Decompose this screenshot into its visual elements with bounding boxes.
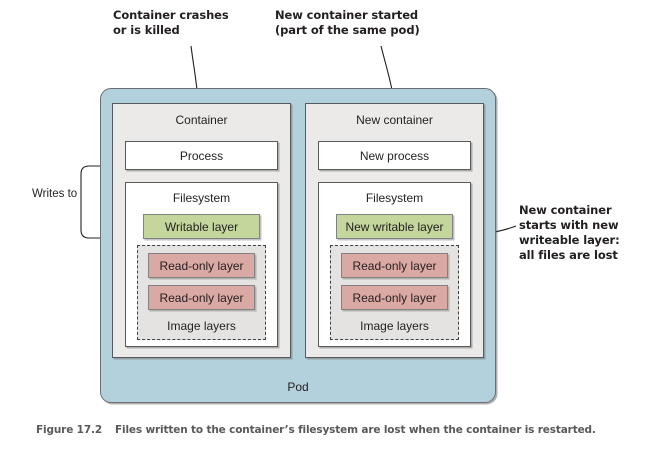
container-title: New container [356, 113, 433, 127]
callout-container-crashes: Container crashes or is killed [113, 8, 229, 37]
callout-new-container-started: New container started (part of the same … [275, 8, 420, 37]
writable-layer: New writable layer [336, 214, 453, 239]
container-title: Container [175, 113, 228, 127]
read-only-layer: Read-only layer [148, 285, 255, 310]
filesystem-box: Filesystem Writable layer Read-only laye… [125, 182, 278, 347]
container-original[interactable]: Container Process Filesystem Writable la… [112, 103, 291, 358]
image-layers-label: Image layers [360, 319, 429, 333]
read-only-layer: Read-only layer [341, 285, 448, 310]
process-box: Process [125, 141, 278, 170]
image-layers-group: Read-only layer Read-only layer Image la… [137, 245, 266, 340]
annotation-new-writeable-layer: New container starts with new writeable … [519, 203, 620, 262]
image-layers-label: Image layers [167, 319, 236, 333]
filesystem-title: Filesystem [172, 191, 231, 205]
figure-caption: Figure 17.2 Files written to the containe… [36, 424, 636, 436]
read-only-layer: Read-only layer [341, 253, 448, 278]
annotation-writes-to: Writes to [32, 188, 78, 200]
writable-layer: Writable layer [143, 214, 260, 239]
pod-boundary: Container Process Filesystem Writable la… [100, 88, 496, 403]
container-new[interactable]: New container New process Filesystem New… [305, 103, 484, 358]
pod-label: Pod [287, 380, 309, 394]
image-layers-group: Read-only layer Read-only layer Image la… [330, 245, 459, 340]
process-box: New process [318, 141, 471, 170]
filesystem-box: Filesystem New writable layer Read-only … [318, 182, 471, 347]
read-only-layer: Read-only layer [148, 253, 255, 278]
figure-caption-text: Files written to the container’s filesys… [114, 424, 596, 436]
figure-number: Figure 17.2 [36, 424, 102, 436]
filesystem-title: Filesystem [365, 191, 424, 205]
